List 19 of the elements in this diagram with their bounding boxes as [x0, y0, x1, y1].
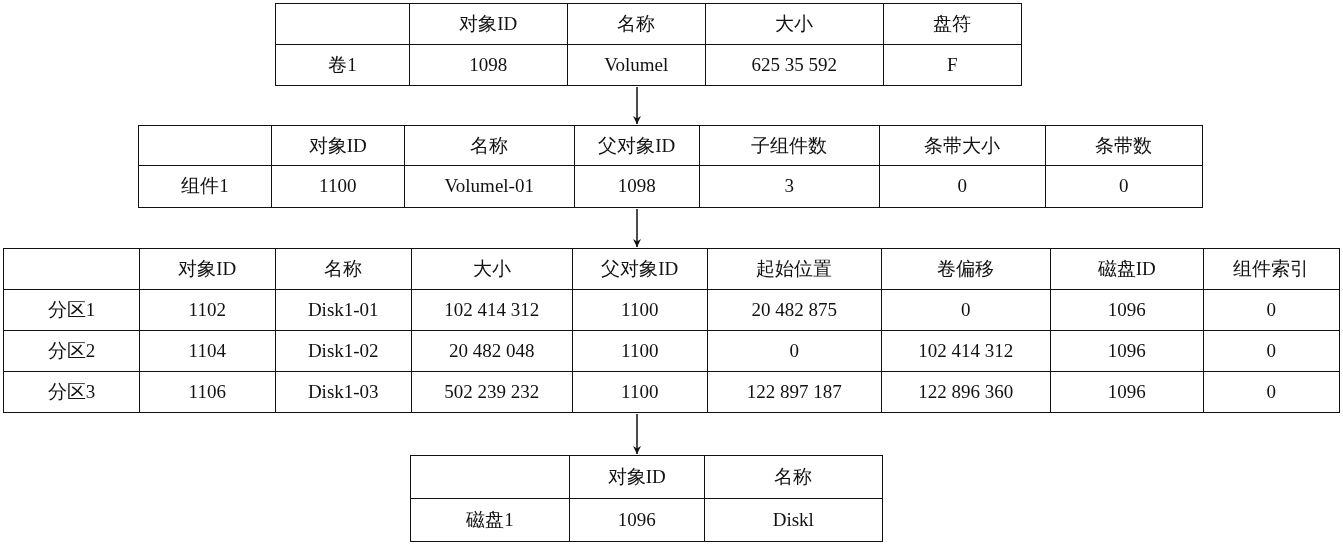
- data-cell: 0: [1044, 164, 1203, 208]
- row-header-cell: 分区3: [3, 370, 140, 413]
- data-table: [3, 248, 1340, 413]
- row-header-cell: 组件1: [138, 164, 272, 208]
- data-table: [138, 125, 1203, 208]
- arrow: [633, 86, 641, 125]
- data-table: [410, 455, 883, 542]
- data-table: [275, 3, 1022, 86]
- data-cell: Diskl: [703, 497, 883, 542]
- arrow: [633, 208, 641, 248]
- data-cell: 0: [1202, 370, 1340, 413]
- arrow: [633, 413, 641, 455]
- header-cell: 条带数: [1044, 125, 1203, 166]
- row-header-cell: 磁盘1: [410, 497, 570, 542]
- row-header-cell: 卷1: [275, 43, 410, 86]
- header-cell: 盘符: [882, 3, 1022, 45]
- header-cell: 名称: [703, 455, 883, 499]
- data-cell: F: [882, 43, 1022, 86]
- header-cell: 组件索引: [1202, 248, 1340, 290]
